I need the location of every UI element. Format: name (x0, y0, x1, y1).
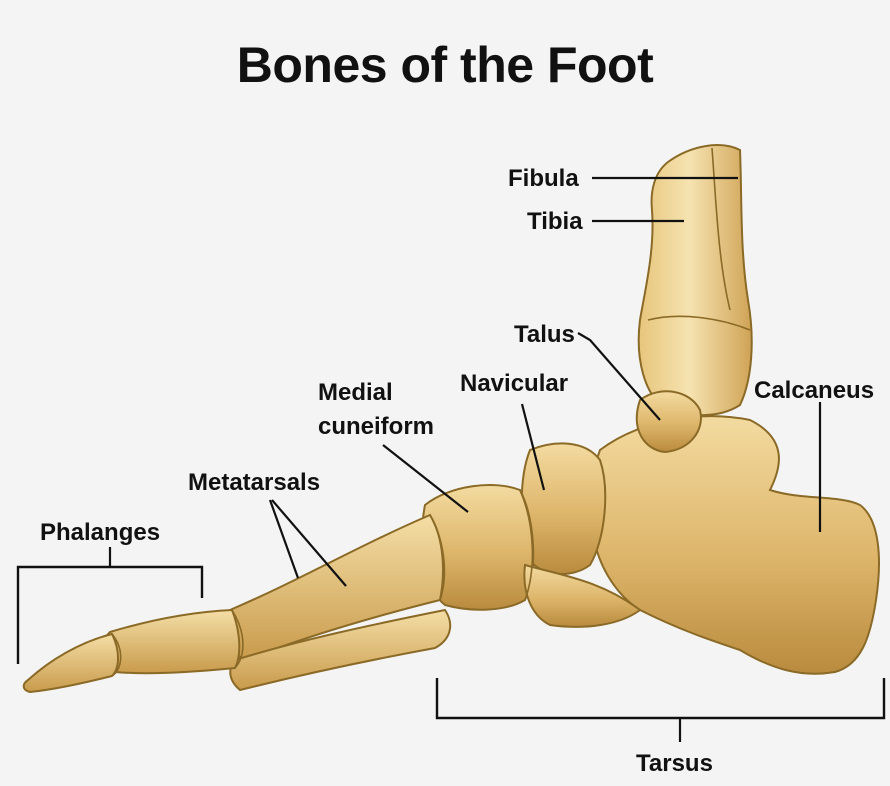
proximal-phalanx (103, 610, 239, 673)
label-navicular: Navicular (460, 370, 568, 397)
label-medial-cuneiform-line1: Medial (318, 379, 393, 406)
label-medial-cuneiform-line2: cuneiform (318, 413, 434, 440)
metatarsals-leader-1 (270, 500, 298, 578)
label-phalanges: Phalanges (40, 519, 160, 546)
label-tibia: Tibia (527, 208, 583, 235)
label-talus: Talus (514, 321, 575, 348)
label-fibula: Fibula (508, 165, 579, 192)
navicular-bone (522, 443, 605, 574)
tarsus-bracket (437, 678, 884, 718)
distal-phalanx (24, 634, 118, 692)
medial-cuneiform-leader (383, 445, 468, 512)
label-calcaneus: Calcaneus (754, 377, 874, 404)
calcaneus-bone (590, 416, 879, 673)
tibia-bone (639, 145, 752, 415)
label-tarsus: Tarsus (636, 750, 713, 777)
label-metatarsals: Metatarsals (188, 469, 320, 496)
